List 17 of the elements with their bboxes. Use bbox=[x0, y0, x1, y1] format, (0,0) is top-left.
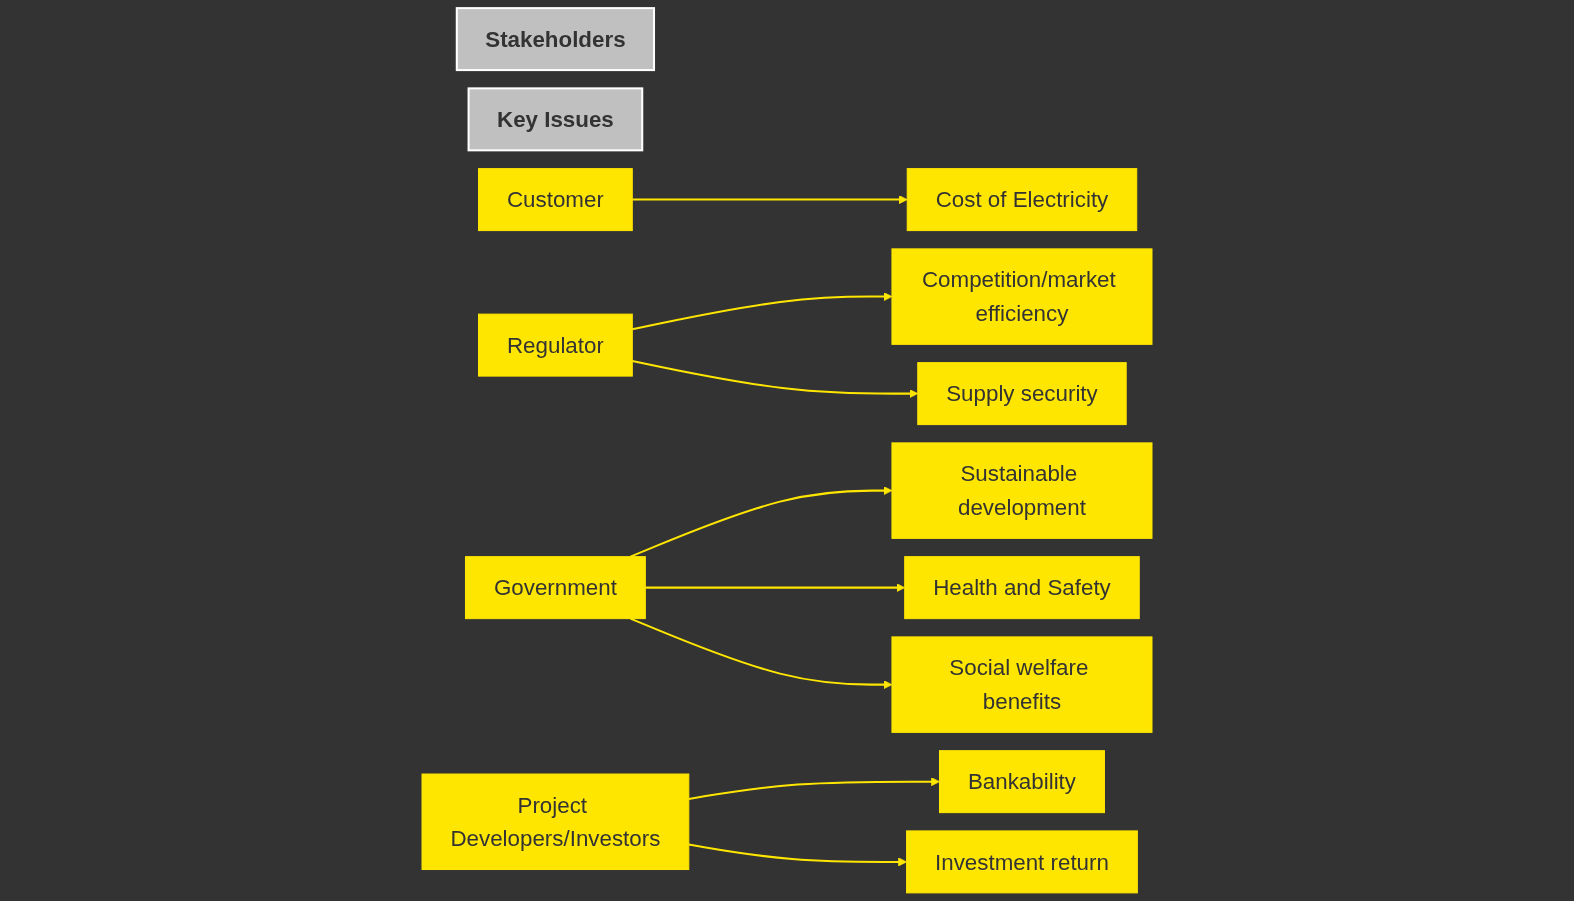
node-box: Bankability bbox=[939, 750, 1105, 814]
node-box: Customer bbox=[478, 168, 633, 232]
node-box: Competition/market efficiency bbox=[891, 248, 1153, 345]
node-box: Government bbox=[464, 556, 646, 620]
arrow bbox=[632, 195, 908, 205]
node-box: Stakeholders bbox=[455, 7, 656, 72]
node-box: Regulator bbox=[478, 313, 633, 377]
node-box: Investment return bbox=[906, 830, 1138, 894]
node-box: Supply security bbox=[917, 362, 1127, 426]
node-box: Health and Safety bbox=[904, 556, 1140, 620]
node-box: Social welfare benefits bbox=[891, 636, 1153, 733]
arrow bbox=[688, 777, 940, 800]
arrow bbox=[688, 843, 907, 867]
node-box: Project Developers/Investors bbox=[421, 773, 690, 870]
node-box: Sustainable development bbox=[891, 442, 1153, 539]
node-box: Key Issues bbox=[467, 87, 644, 152]
node-box: Cost of Electricity bbox=[906, 168, 1138, 232]
